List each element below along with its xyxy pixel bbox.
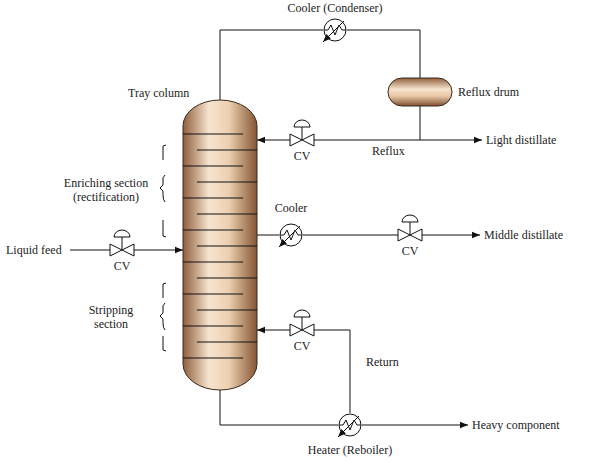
node-shape <box>388 78 452 106</box>
tray <box>197 246 257 247</box>
pipe-connector <box>220 30 323 100</box>
pipe-connector <box>314 106 420 140</box>
pipe-connector <box>257 140 290 141</box>
light-distillate-pipe <box>420 140 482 141</box>
node-label: Heater (Reboiler) <box>308 443 392 457</box>
stream-label: Light distillate <box>486 133 556 147</box>
control-valve: CV <box>110 229 134 257</box>
control-valve: CV <box>290 309 314 337</box>
tray <box>183 358 243 359</box>
valve-actuator <box>114 230 130 237</box>
stream-label: Middle distillate <box>484 228 563 242</box>
node-label: CV <box>294 149 311 163</box>
tray <box>197 214 257 215</box>
middle-distillate-pipe <box>422 235 480 236</box>
pipe-connector <box>314 330 350 413</box>
exchanger-arrow <box>279 226 300 247</box>
node-shape <box>290 119 314 147</box>
edge-label: Reflux <box>372 144 405 158</box>
exchanger-circle <box>280 224 302 246</box>
exchanger-arrow <box>338 416 359 437</box>
tray <box>197 310 257 311</box>
tray <box>197 150 257 151</box>
node-shape <box>290 309 314 337</box>
node-label: Cooler <box>275 201 308 215</box>
node-label: Reflux drum <box>458 85 519 99</box>
feed-pipe <box>70 250 110 251</box>
tray <box>183 230 243 231</box>
valve-stem <box>410 222 411 235</box>
node-label: CV <box>114 259 131 273</box>
node-shape <box>338 413 362 437</box>
tray <box>183 262 243 263</box>
reflux-drum: Reflux drum <box>388 78 452 106</box>
tray <box>183 198 243 199</box>
node-label: Tray column <box>128 86 189 100</box>
valve-stem <box>302 317 303 330</box>
pipe-connector <box>220 390 338 425</box>
exchanger-arrow <box>323 21 344 42</box>
tray <box>183 134 243 135</box>
pipe-connector <box>257 330 290 331</box>
valve-body <box>410 229 422 241</box>
valve-actuator <box>294 310 310 317</box>
tray <box>183 326 243 327</box>
valve-actuator <box>402 215 418 222</box>
valve-actuator <box>294 120 310 127</box>
tray-column: Tray column <box>183 100 257 390</box>
valve-stem <box>122 237 123 250</box>
tray <box>197 278 257 279</box>
valve-stem <box>302 127 303 140</box>
pipe-connector <box>303 235 398 236</box>
valve-body <box>290 324 302 336</box>
edge-label: Return <box>366 355 399 369</box>
stream-label: Heavy component <box>472 418 560 432</box>
node-shape <box>279 223 303 247</box>
valve-body <box>302 324 314 336</box>
control-valve: CV <box>398 214 422 242</box>
node-label: CV <box>402 244 419 258</box>
drum-shell <box>388 78 452 106</box>
column-shell <box>183 100 257 390</box>
heavy-component-pipe <box>362 425 468 426</box>
tray <box>183 166 243 167</box>
node-shape <box>183 100 257 390</box>
node-shape <box>110 229 134 257</box>
node-label: CV <box>294 339 311 353</box>
node-shape <box>323 18 347 42</box>
section-bracket <box>160 283 166 351</box>
section-label: Stripping section <box>78 303 144 331</box>
node-label: Cooler (Condenser) <box>288 1 383 15</box>
exchanger-circle <box>339 414 361 436</box>
section-bracket <box>160 145 166 237</box>
node-shape <box>398 214 422 242</box>
control-valve: CV <box>290 119 314 147</box>
valve-body <box>302 134 314 146</box>
reboiler-symbol: Heater (Reboiler) <box>338 413 362 437</box>
cooler-symbol: Cooler <box>279 223 303 247</box>
pipe-connector <box>134 250 183 251</box>
tray <box>197 342 257 343</box>
stream-label: Liquid feed <box>6 243 62 257</box>
tray <box>197 182 257 183</box>
valve-body <box>110 244 122 256</box>
section-label: Enriching section (rectification) <box>52 176 160 204</box>
pipe-connector <box>347 30 420 78</box>
tray <box>183 294 243 295</box>
condenser-symbol: Cooler (Condenser) <box>323 18 347 42</box>
valve-body <box>122 244 134 256</box>
valve-body <box>398 229 410 241</box>
pipe-connector <box>257 235 279 236</box>
valve-body <box>290 134 302 146</box>
exchanger-circle <box>324 19 346 41</box>
